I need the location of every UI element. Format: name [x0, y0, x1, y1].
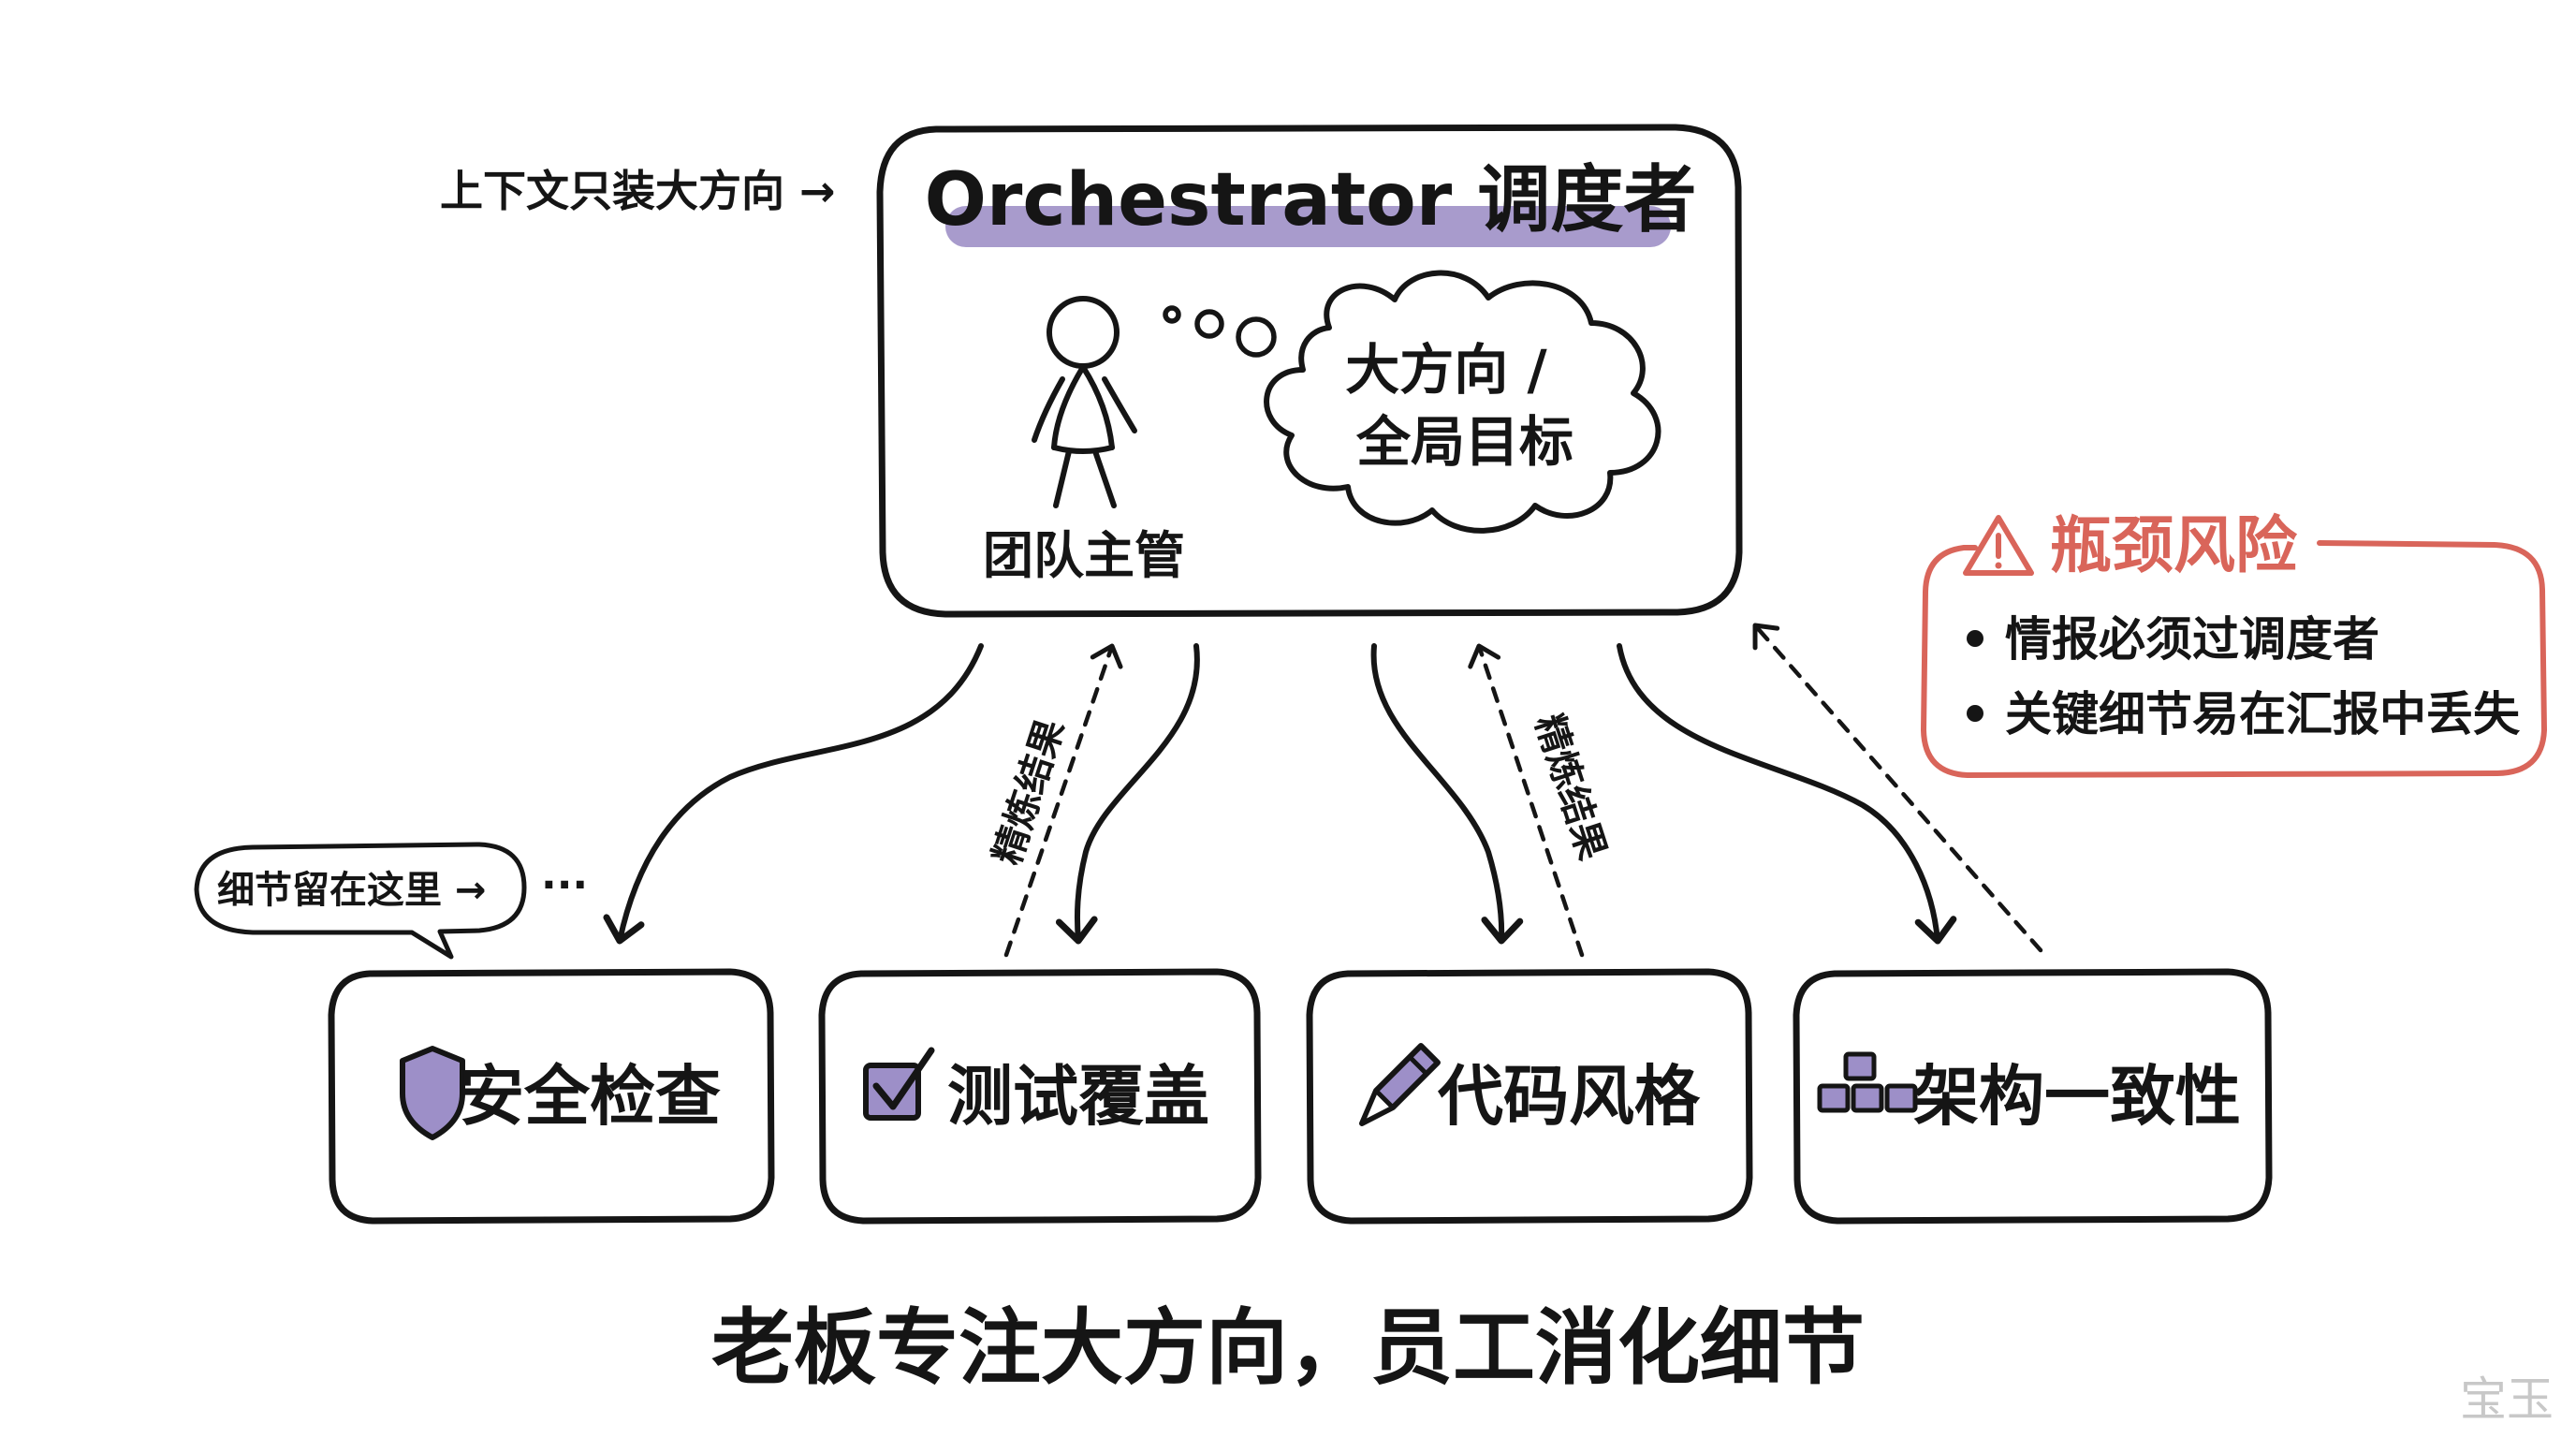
arrow-to-style — [1370, 643, 1524, 945]
result-arrows — [1003, 623, 2043, 958]
checkbox-icon — [863, 1047, 935, 1121]
orchestrator-title: Orchestrator 调度者 — [925, 158, 1697, 242]
result-arrow-right — [1468, 643, 1585, 958]
details-bubble-text: 细节留在这里 → — [217, 869, 486, 912]
worker-label-style: 代码风格 — [1437, 1058, 1701, 1135]
arrow-to-security — [603, 643, 984, 945]
risk-title: 瓶颈风险 — [2050, 509, 2298, 581]
risk-bullet — [1967, 630, 1983, 647]
worker-box-security: 安全检查 — [328, 968, 775, 1225]
details-bubble — [194, 842, 527, 960]
ellipsis: ··· — [541, 861, 588, 909]
watermark: 宝玉 — [2460, 1372, 2554, 1427]
shield-icon — [400, 1046, 465, 1140]
context-note: 上下文只装大方向 → — [440, 166, 836, 216]
blocks-icon — [1817, 1051, 1918, 1113]
worker-box-architecture: 架构一致性 — [1793, 968, 2273, 1225]
title-highlight — [945, 206, 1671, 247]
risk-item-1: 情报必须过调度者 — [2005, 612, 2379, 667]
worker-box-testing: 测试覆盖 — [818, 968, 1262, 1225]
arrow-to-testing — [1055, 643, 1200, 945]
warning-icon — [1963, 515, 2034, 576]
arrow-to-architecture — [1617, 643, 1957, 945]
worker-label-architecture: 架构一致性 — [1913, 1058, 2241, 1135]
thought-line-1: 大方向 / — [1345, 338, 1547, 402]
team-lead-label: 团队主管 — [983, 526, 1185, 585]
risk-bullet — [1967, 705, 1983, 722]
team-lead-figure-icon — [1032, 296, 1137, 508]
orchestrator-box — [876, 124, 1743, 618]
risk-item-2: 关键细节易在汇报中丢失 — [2005, 687, 2521, 741]
pencil-icon — [1359, 1043, 1441, 1126]
refined-result-right: 精炼结果 — [1527, 710, 1614, 865]
risk-box — [1920, 540, 2548, 779]
delegation-arrows — [603, 643, 1957, 945]
caption: 老板专注大方向，员工消化细节 — [711, 1299, 1865, 1396]
thought-line-2: 全局目标 — [1355, 410, 1573, 474]
worker-label-security: 安全检查 — [459, 1058, 721, 1135]
result-arrow-far-right — [1752, 623, 2043, 953]
worker-box-style: 代码风格 — [1306, 968, 1753, 1225]
worker-label-testing: 测试覆盖 — [947, 1058, 1209, 1135]
thought-cloud — [1264, 270, 1661, 534]
result-arrow-left — [1003, 643, 1123, 958]
thought-dots — [1163, 305, 1277, 358]
